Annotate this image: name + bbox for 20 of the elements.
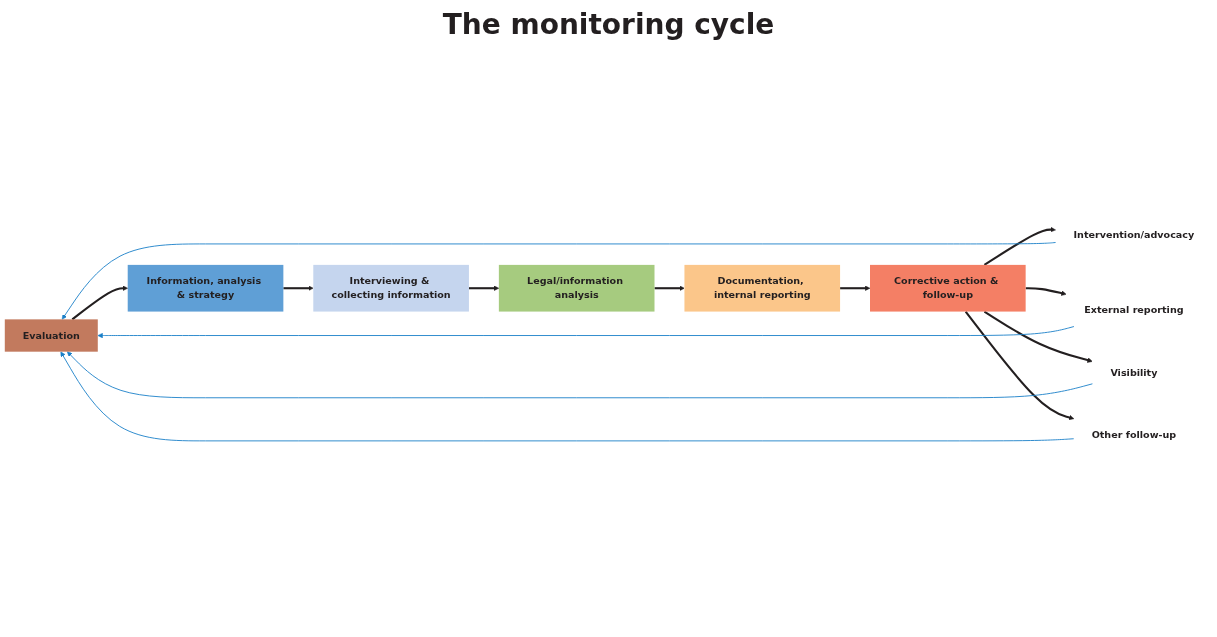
arrow: [840, 285, 871, 291]
node-box: Evaluation: [4, 319, 98, 352]
node-box: Corrective action & follow-up: [870, 264, 1026, 312]
arrow: [654, 285, 685, 291]
arrow: [983, 227, 1056, 266]
arrow: [468, 285, 500, 291]
node-text: External reporting: [1084, 304, 1184, 316]
arrow: [71, 285, 128, 321]
node-box: Legal/information analysis: [498, 264, 655, 312]
node-text: Visibility: [1110, 366, 1158, 379]
node-text: Intervention/advocacy: [1073, 229, 1195, 241]
arrow: [283, 285, 314, 291]
arrow: [964, 311, 1075, 421]
node-text: Other follow-up: [1091, 428, 1177, 441]
arrow: [1025, 287, 1067, 296]
node-box: Interviewing & collecting information: [313, 264, 469, 312]
node-box: Information, analysis & strategy: [127, 264, 284, 312]
diagram-title: The monitoring cycle: [441, 8, 776, 41]
node-box: Documentation, internal reporting: [684, 264, 841, 312]
arrow: [983, 310, 1093, 363]
